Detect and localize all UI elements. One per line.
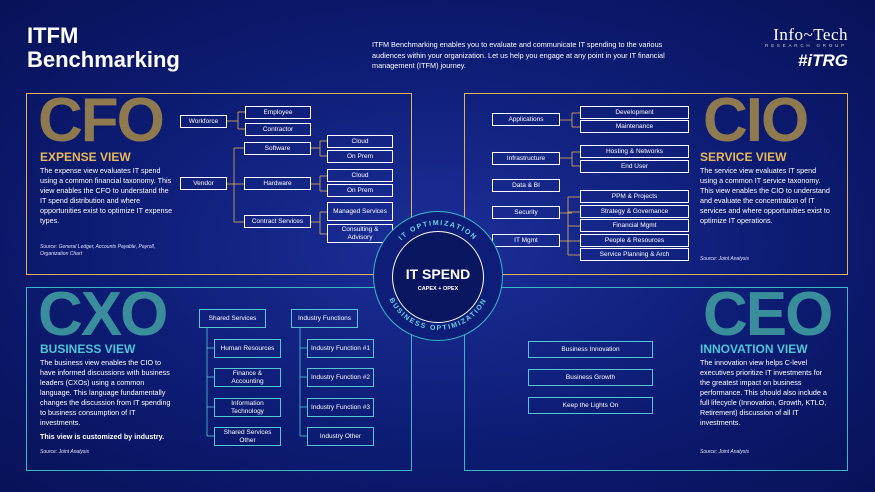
cio-body: The service view evaluates IT spend usin… xyxy=(700,166,830,225)
node-financial-mgmt: Financial Mgmt xyxy=(580,219,689,232)
node-security: Security xyxy=(492,206,560,219)
capex-opex-subtitle: CAPEX + OPEX xyxy=(417,286,459,292)
node-software-cloud: Cloud xyxy=(327,135,393,148)
node-hardware: Hardware xyxy=(244,177,311,190)
intro-text: ITFM Benchmarking enables you to evaluat… xyxy=(372,40,665,70)
node-software-onprem: On Prem xyxy=(327,150,393,163)
node-industry-function-2: Industry Function #2 xyxy=(307,368,374,387)
node-business-growth: Business Growth xyxy=(528,369,653,386)
node-hosting-networks: Hosting & Networks xyxy=(580,145,689,158)
cio-heading: SERVICE VIEW xyxy=(700,150,787,164)
cfo-panel xyxy=(26,93,412,275)
node-finance-accounting: Finance & Accounting xyxy=(214,368,281,387)
cxo-big-label: CXO xyxy=(38,280,168,349)
node-data-bi: Data & BI xyxy=(492,179,560,192)
node-service-planning-arch: Service Planning & Arch xyxy=(580,248,689,261)
node-strategy-governance: Strategy & Governance xyxy=(580,205,689,218)
cio-source: Source: Joint Analysis xyxy=(700,256,750,262)
cfo-body: The expense view evaluates IT spend usin… xyxy=(40,166,173,225)
cxo-heading: BUSINESS VIEW xyxy=(40,342,136,356)
node-shared-services: Shared Services xyxy=(199,309,266,328)
ceo-panel xyxy=(464,287,848,471)
logo-subtitle: RESEARCH GROUP xyxy=(765,43,847,48)
node-business-innovation: Business Innovation xyxy=(528,341,653,358)
node-workforce: Workforce xyxy=(180,115,227,128)
ceo-source: Source: Joint Analysis xyxy=(700,449,750,455)
ceo-heading: INNOVATION VIEW xyxy=(700,342,808,356)
node-development: Development xyxy=(580,106,689,119)
node-industry-function-1: Industry Function #1 xyxy=(307,339,374,358)
node-shared-services-other: Shared Services Other xyxy=(214,427,281,446)
node-information-technology: Information Technology xyxy=(214,398,281,417)
cxo-panel xyxy=(26,287,412,471)
center-inner-circle xyxy=(392,231,484,323)
cfo-big-label: CFO xyxy=(38,86,165,155)
ceo-body: The innovation view helps C-level execut… xyxy=(700,358,827,427)
node-people-resources: People & Resources xyxy=(580,234,689,247)
cxo-body-bold: This view is customized by industry. xyxy=(40,432,165,441)
ceo-big-label: CEO xyxy=(703,280,833,349)
node-end-user: End User xyxy=(580,160,689,173)
cxo-body: The business view enables the CIO to hav… xyxy=(40,358,171,427)
node-contract-services: Contract Services xyxy=(244,215,311,228)
node-industry-other: Industry Other xyxy=(307,427,374,446)
node-employee: Employee xyxy=(245,106,311,119)
node-contractor: Contractor xyxy=(245,123,311,136)
info-tech-logo: Info~Tech xyxy=(773,25,848,44)
cfo-source: Source: General Ledger, Accounts Payable… xyxy=(40,244,156,257)
cfo-heading: EXPENSE VIEW xyxy=(40,150,131,164)
node-software: Software xyxy=(244,142,311,155)
cio-panel xyxy=(464,93,848,275)
node-industry-functions: Industry Functions xyxy=(291,309,358,328)
it-spend-title: IT SPEND xyxy=(405,266,471,282)
node-applications: Applications xyxy=(492,113,560,126)
node-human-resources: Human Resources xyxy=(214,339,281,358)
cxo-source: Source: Joint Analysis xyxy=(40,449,90,455)
node-industry-function-3: Industry Function #3 xyxy=(307,398,374,417)
node-vendor: Vendor xyxy=(180,177,227,190)
page-title: ITFM Benchmarking xyxy=(27,23,180,72)
cio-big-label: CIO xyxy=(703,86,809,155)
node-infrastructure: Infrastructure xyxy=(492,152,560,165)
node-managed-services: Managed Services xyxy=(327,202,393,221)
node-maintenance: Maintenance xyxy=(580,120,689,133)
node-ppm-projects: PPM & Projects xyxy=(580,190,689,203)
node-hardware-onprem: On Prem xyxy=(327,184,393,197)
itrg-logo: #iTRG xyxy=(797,51,848,70)
node-keep-lights-on: Keep the Lights On xyxy=(528,397,653,414)
node-hardware-cloud: Cloud xyxy=(327,169,393,182)
